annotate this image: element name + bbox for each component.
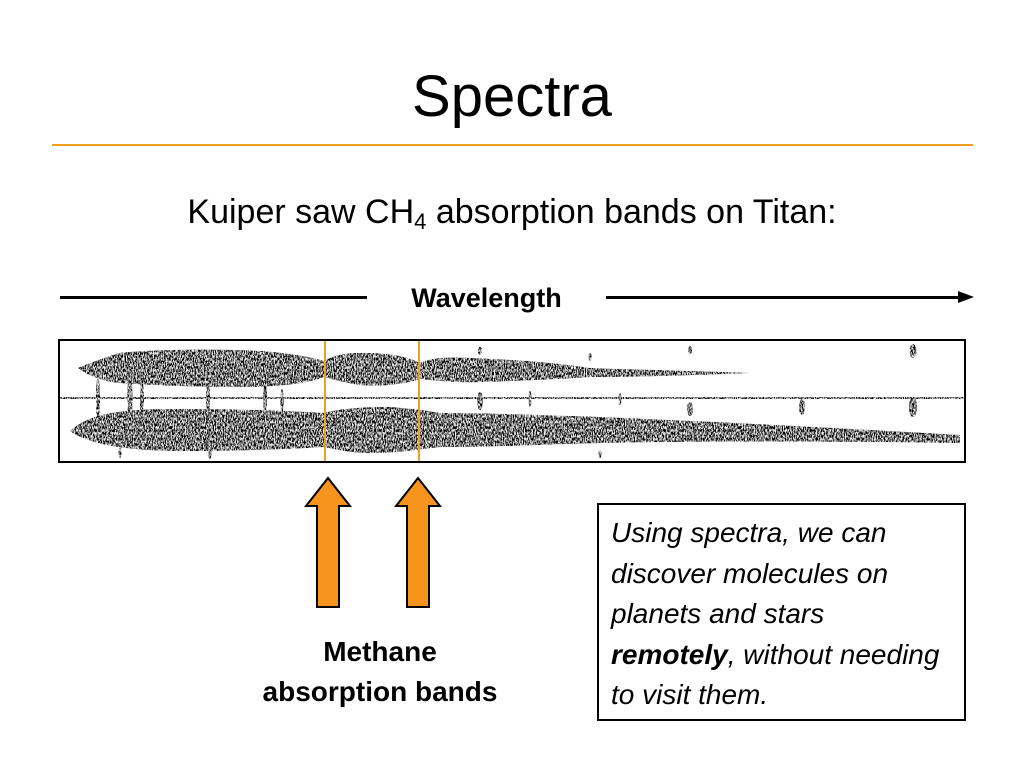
slide-subtitle: Kuiper saw CH4 absorption bands on Titan… [0,190,1024,234]
callout-text-2: , without needing to visit them. [611,638,940,711]
callout-text-1: Using spectra, we can discover molecules… [611,517,889,629]
methane-band-arrows [303,476,443,608]
methane-bands-label: Methane absorption bands [220,632,540,712]
wavelength-arrowhead [958,291,974,303]
spectrum-image [58,339,966,463]
spectrum-graphic [60,341,964,461]
wavelength-axis-left-line [60,296,367,299]
slide-title: Spectra [412,64,612,129]
wavelength-label: Wavelength [411,283,562,313]
methane-band-arrow-2 [393,476,443,608]
spectrum-upper-band [78,349,750,387]
spectrum-lines [96,344,917,459]
wavelength-axis-right-line [606,296,960,299]
subtitle-subscript: 4 [414,209,427,234]
callout-emphasis: remotely [611,638,728,670]
subtitle-text-after: absorption bands on Titan: [426,193,837,231]
title-underline [52,144,973,146]
methane-band-arrow-1 [303,476,353,608]
subtitle-text-before: Kuiper saw CH [187,193,415,231]
methane-bands-label-line-1: Methane [323,636,437,667]
spectrum-lower-band [70,407,960,453]
callout-box: Using spectra, we can discover molecules… [597,503,966,721]
methane-bands-label-line-2: absorption bands [262,676,498,707]
